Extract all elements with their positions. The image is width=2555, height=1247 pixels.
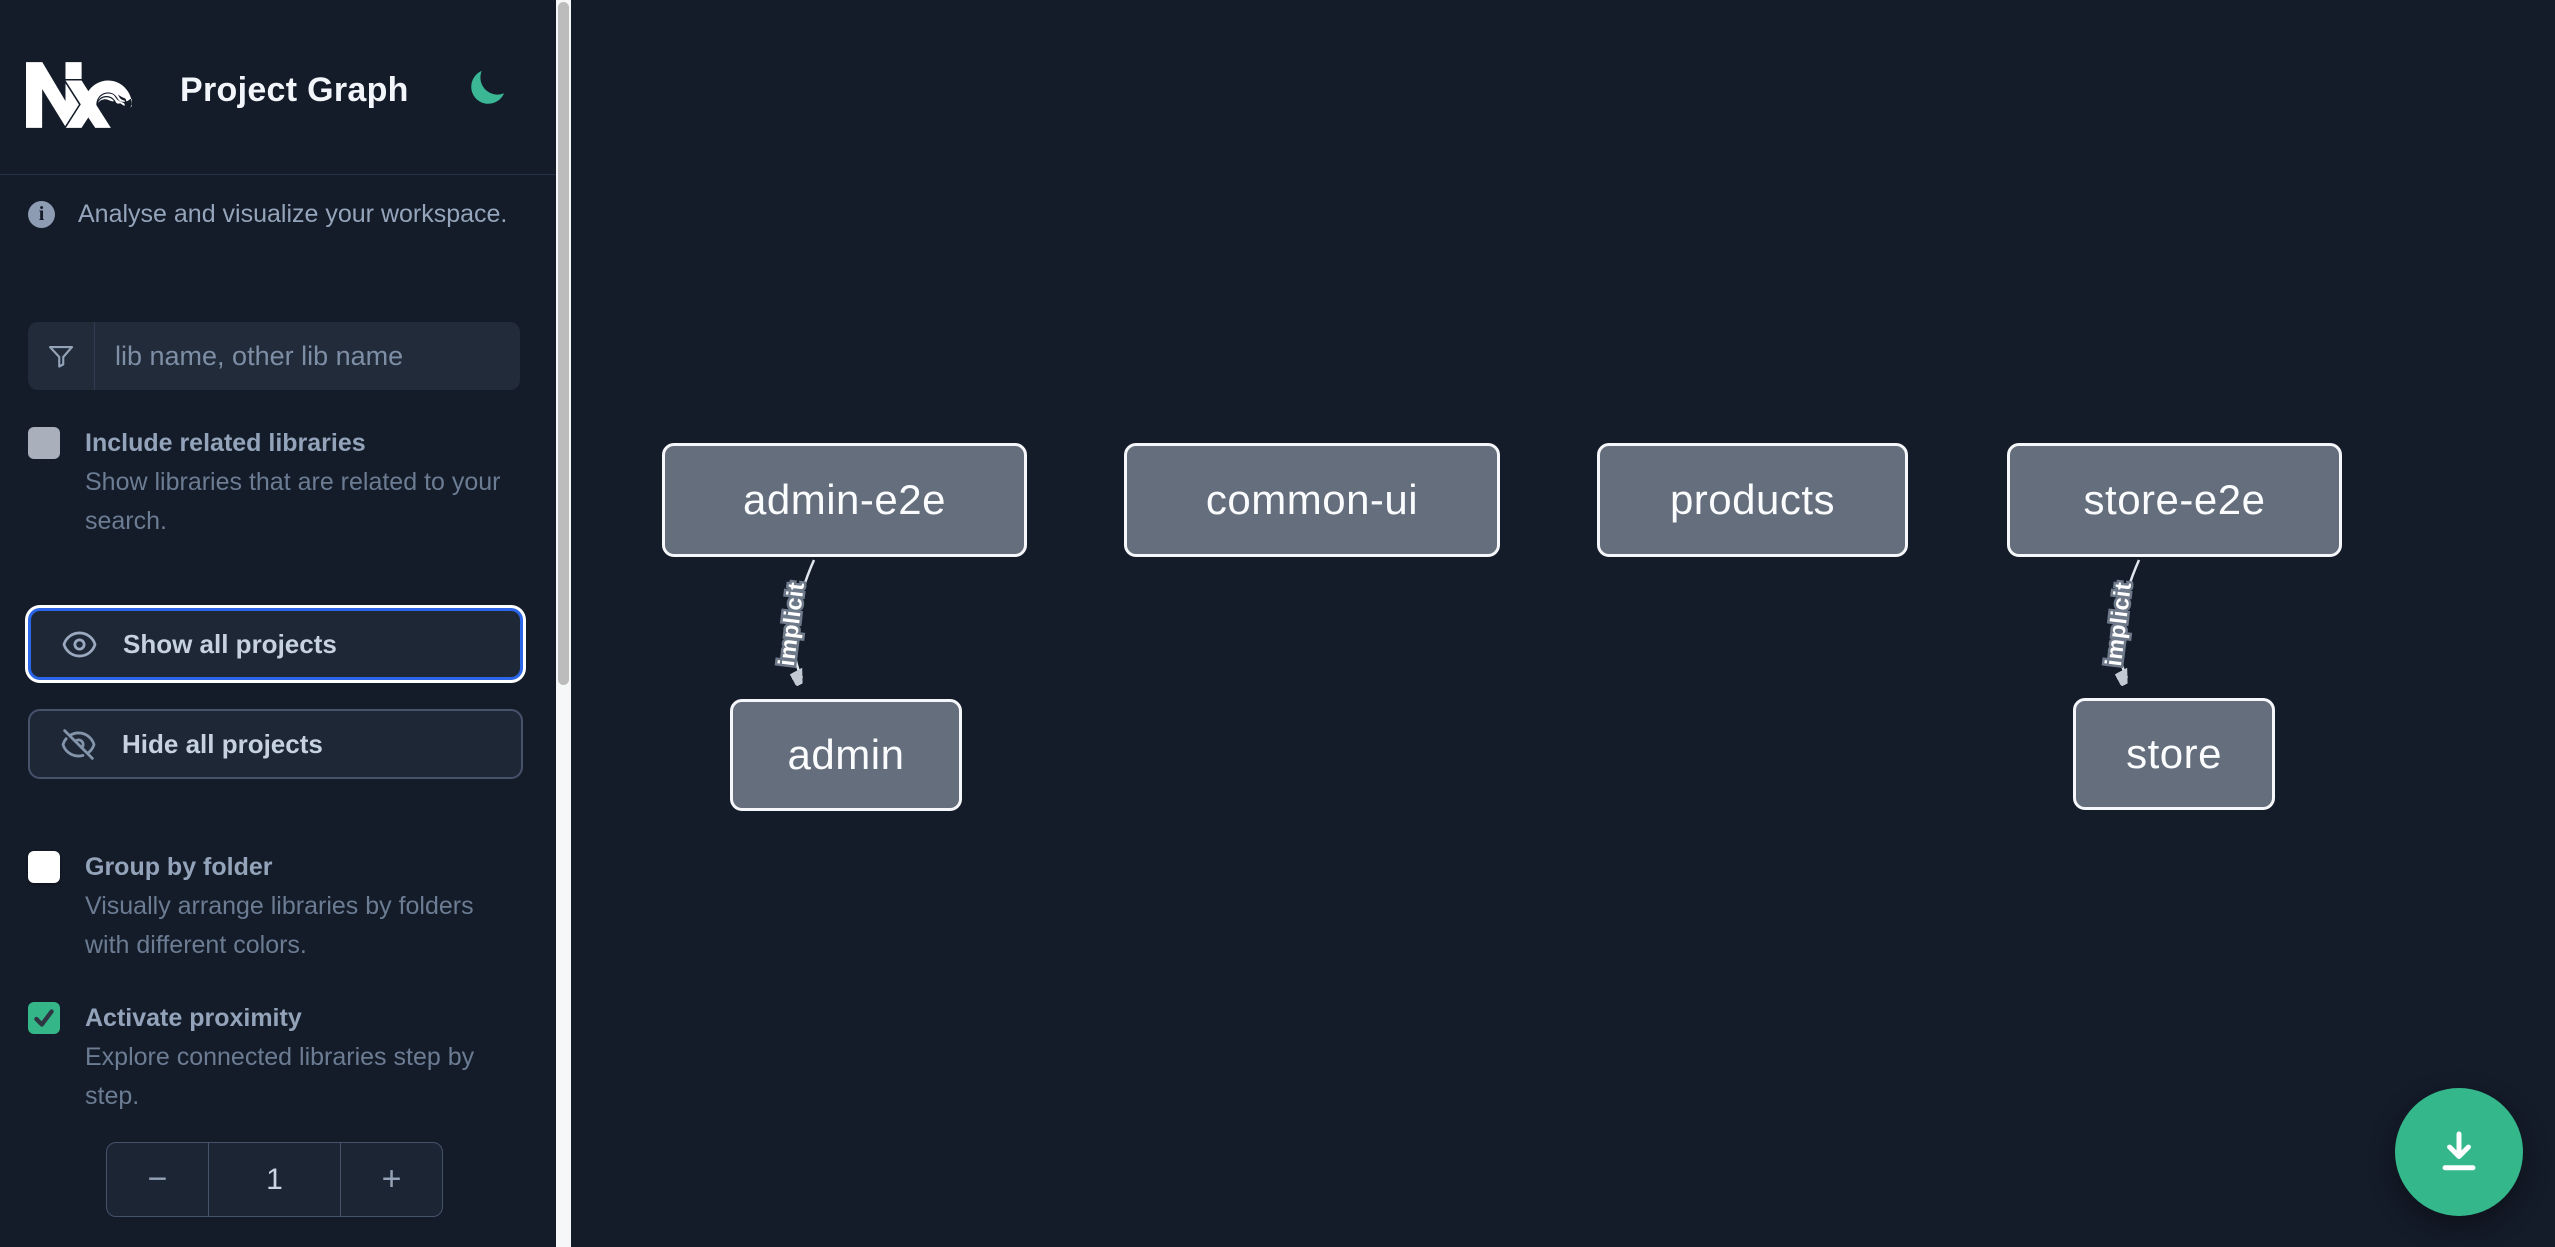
page-title: Project Graph <box>180 71 409 109</box>
toggle-label[interactable]: Activate proximity <box>85 1004 302 1032</box>
eye-icon <box>62 631 97 657</box>
checkmark-icon <box>34 1009 54 1027</box>
project-node-store[interactable]: store <box>2073 698 2275 810</box>
checkbox-group-by-folder[interactable] <box>28 851 60 883</box>
project-node-admin-e2e[interactable]: admin-e2e <box>662 443 1027 557</box>
decrement-button[interactable]: − <box>107 1143 208 1216</box>
info-icon: i <box>28 201 55 228</box>
project-node-products[interactable]: products <box>1597 443 1908 557</box>
theme-toggle-button[interactable] <box>464 66 510 112</box>
info-text: Analyse and visualize your workspace. <box>78 200 508 228</box>
project-node-common-ui[interactable]: common-ui <box>1124 443 1500 557</box>
hide-all-projects-button[interactable]: Hide all projects <box>28 709 523 779</box>
toggle-description: Explore connected libraries step by step… <box>85 1043 475 1110</box>
download-icon <box>2442 1131 2476 1171</box>
project-node-admin[interactable]: admin <box>730 699 962 811</box>
search-input[interactable] <box>95 322 520 390</box>
toggle-label[interactable]: Group by folder <box>85 853 273 881</box>
graph-canvas[interactable] <box>571 0 2555 1247</box>
toggle-label[interactable]: Include related libraries <box>85 429 366 457</box>
toggle-activate-proximity: Activate proximity Explore connected lib… <box>28 999 533 1116</box>
checkbox-include-related-libraries[interactable] <box>28 427 60 459</box>
checkbox-activate-proximity[interactable] <box>28 1002 60 1034</box>
nx-logo <box>26 62 132 128</box>
library-filter <box>28 322 520 390</box>
increment-button[interactable]: + <box>341 1143 442 1216</box>
eye-off-icon <box>61 728 96 760</box>
toggle-group-by-folder: Group by folder Visually arrange librari… <box>28 848 533 965</box>
app-header: Project Graph <box>0 0 556 175</box>
download-graph-button[interactable] <box>2395 1088 2523 1216</box>
proximity-stepper: − 1 + <box>106 1142 443 1217</box>
project-node-store-e2e[interactable]: store-e2e <box>2007 443 2342 557</box>
toggle-description: Visually arrange libraries by folders wi… <box>85 892 474 959</box>
button-label: Hide all projects <box>122 728 323 759</box>
toggle-description: Show libraries that are related to your … <box>85 468 501 535</box>
moon-icon <box>471 70 505 104</box>
sidebar-scrollbar-thumb[interactable] <box>558 2 569 685</box>
proximity-value: 1 <box>208 1143 341 1216</box>
sidebar-scrollbar-track[interactable] <box>556 0 571 1247</box>
button-label: Show all projects <box>123 628 337 659</box>
toggle-include-related-libraries: Include related libraries Show libraries… <box>28 424 533 541</box>
funnel-icon <box>28 322 95 390</box>
show-all-projects-button[interactable]: Show all projects <box>28 608 523 680</box>
sidebar: Project Graph i Analyse and visualize yo… <box>0 0 556 1247</box>
workspace-info: i Analyse and visualize your workspace. <box>28 200 533 229</box>
